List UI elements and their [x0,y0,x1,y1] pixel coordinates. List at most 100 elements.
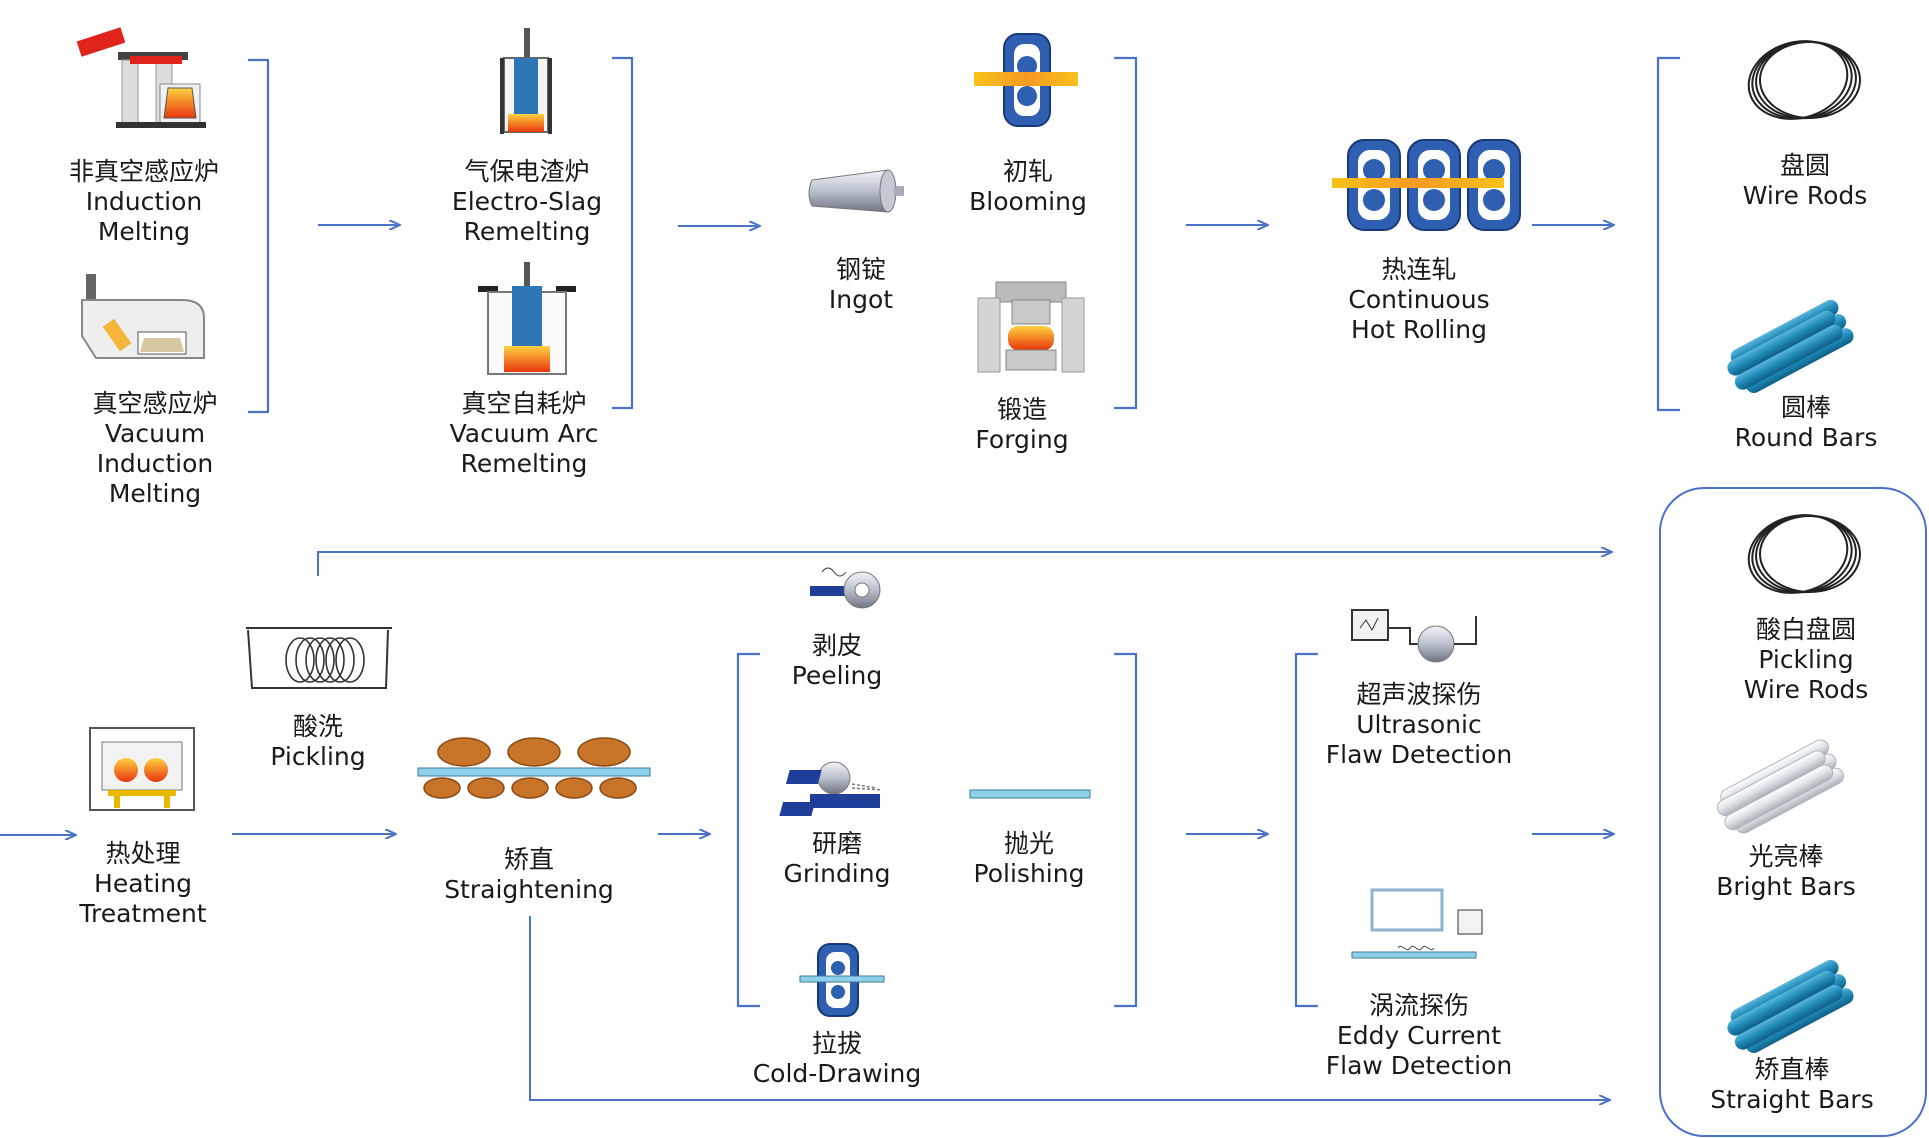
bracket-surface-left [736,652,760,1008]
pickling-wire-rods-label-line: Pickling [1758,645,1853,674]
induction-furnace-icon [76,27,206,128]
vacuum-arc-label-line: Vacuum Arc [450,419,599,448]
vacuum-induction-melting-label-line: Melting [109,479,201,508]
electro-slag-label-line: 气保电渣炉 [464,157,589,186]
forging-label-line: 锻造 [997,395,1047,424]
ultrasonic-label-line: Flaw Detection [1326,740,1513,769]
grinding-label-line: 研磨 [812,829,862,858]
polishing-label-line: Polishing [974,859,1085,888]
bracket-melting [248,58,270,414]
polishing-machine-icon [779,770,1091,816]
bracket-hot-working [1114,56,1138,410]
vacuum-arc-furnace-icon [478,262,576,375]
wire-rod-coil-icon [1747,40,1861,120]
electro-slag-label-line: Remelting [464,217,591,246]
bright-bars-icon [1716,739,1845,834]
ingot-icon [808,169,904,213]
straight-bars-icon [1727,959,1854,1054]
polishing-label-line: 抛光 [1004,829,1054,858]
pickling-wire-rods-label-line: Wire Rods [1744,675,1869,704]
bracket-surface-right [1114,652,1138,1008]
peeling-machine-icon [810,567,881,609]
round-bars-label-line: 圆棒 [1781,393,1831,422]
forging-press-icon [977,281,1085,373]
forging-label-line: Forging [975,425,1068,454]
vacuum-arc-label-line: Remelting [461,449,588,478]
blooming-mill-icon [974,33,1078,127]
finished-products-box [1659,487,1927,1137]
electro-slag-furnace-icon [500,28,552,134]
ultrasonic-label-line: 超声波探伤 [1356,680,1481,709]
induction-melting-label-line: Melting [98,217,190,246]
cold-drawing-label-line: 拉拔 [812,1029,862,1058]
straight-bars-label-line: 矫直棒 [1754,1055,1829,1084]
pickling-label-line: 酸洗 [293,712,343,741]
pickling-label-line: Pickling [270,742,365,771]
pickling-wire-rods-label-line: 酸白盘圆 [1756,615,1856,644]
vacuum-arc-label-line: 真空自耗炉 [461,389,586,418]
eddy-current-label-line: Flaw Detection [1326,1051,1513,1080]
bright-bars-label-line: 光亮棒 [1748,842,1823,871]
hot-rolling-mill-icon [1332,139,1521,231]
blooming-label-line: Blooming [969,187,1087,216]
grinding-label-line: Grinding [784,859,891,888]
blooming-label-line: 初轧 [1003,157,1053,186]
ingot-label-line: Ingot [829,285,893,314]
flow-arrows [0,225,1614,1100]
ultrasonic-label-line: Ultrasonic [1356,710,1482,739]
wire-rods-label-line: 盘圆 [1780,151,1830,180]
vacuum-induction-furnace-icon [81,274,205,359]
eddy-current-label-line: Eddy Current [1337,1021,1501,1050]
heating-furnace-icon [89,727,195,811]
round-bars-label-line: Round Bars [1735,423,1878,452]
ingot-label-line: 钢锭 [836,255,886,284]
bracket-inspection [1294,652,1318,1008]
eddy-current-label-line: 涡流探伤 [1369,991,1469,1020]
bright-bars-label-line: Bright Bars [1716,872,1856,901]
straightening-label-line: Straightening [444,875,614,904]
bracket-remelting [612,56,634,410]
grinding-machine-icon [810,761,883,808]
straightening-label-line: 矫直 [504,845,554,874]
cold-drawing-label-line: Cold-Drawing [753,1059,922,1088]
hot-rolling-label-line: 热连轧 [1381,255,1456,284]
eddy-current-tester-icon [1351,888,1483,959]
round-bars-icon [1727,299,1854,394]
heating-label-line: Heating [94,869,192,898]
vacuum-induction-melting-label-line: Induction [97,449,214,478]
induction-melting-label-line: 非真空感应炉 [69,157,219,186]
bracket-products-top [1656,56,1680,412]
heating-label-line: Treatment [78,899,206,928]
straight-bars-label-line: Straight Bars [1710,1085,1873,1114]
hot-rolling-label-line: Continuous [1348,285,1489,314]
induction-melting-label-line: Induction [86,187,203,216]
heating-label-line: 热处理 [105,839,180,868]
pickling-wire-rod-coil-icon [1747,514,1861,594]
wire-rods-label-line: Wire Rods [1743,181,1868,210]
pickling-tank-icon [246,627,392,689]
cold-drawing-die-icon [799,943,885,1017]
vacuum-induction-melting-label-line: Vacuum [105,419,205,448]
peeling-label-line: 剥皮 [812,631,862,660]
